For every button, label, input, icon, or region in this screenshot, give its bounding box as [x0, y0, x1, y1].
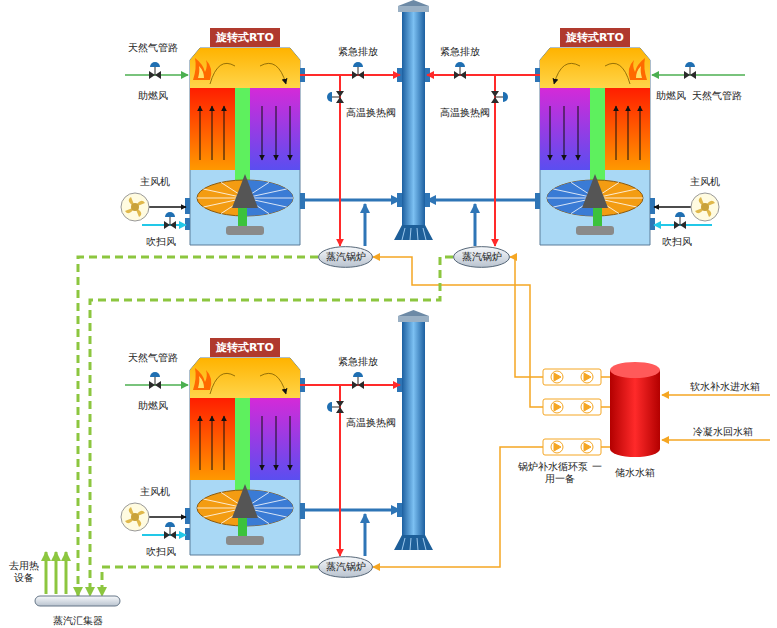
unit-title: 旋转式RTO [210, 28, 280, 47]
label-holder: 紧急排放 [338, 46, 378, 58]
label-holder: 吹扫风 [662, 236, 692, 248]
valve-symbol [149, 62, 696, 539]
main-fan [691, 193, 719, 221]
rto-body [185, 48, 305, 245]
tank-label: 储水水箱 [615, 466, 655, 480]
label-holder: 冷凝水回水箱 [693, 426, 753, 438]
equipment-label: 冷凝水回水箱 [693, 426, 753, 438]
label-holder: 主风机 [140, 176, 170, 188]
equipment-label: 吹扫风 [146, 236, 176, 248]
steam-boiler: 蒸汽锅炉 [453, 246, 510, 268]
tank-shape [610, 362, 660, 457]
flow-connector [495, 75, 540, 246]
label-holder: 旋转式RTO [520, 26, 670, 47]
equipment-label: 高温换热阀 [346, 417, 396, 429]
equipment-label: 主风机 [140, 176, 170, 188]
rto-body [535, 48, 655, 245]
label-holder: 天然气管路 [692, 90, 742, 102]
main-fan [121, 193, 149, 221]
pump-symbol [543, 369, 601, 455]
purge-line [142, 225, 712, 535]
label-holder: 旋转式RTO [170, 336, 320, 357]
flue-gas-line [300, 200, 540, 556]
label-holder: 助燃风 [138, 90, 168, 102]
label-holder: 高温换热阀 [346, 417, 396, 429]
header-shape [35, 596, 120, 606]
equipment-label: 紧急排放 [338, 46, 378, 58]
main-fan [121, 503, 149, 531]
chimney [394, 310, 433, 550]
equipment-label: 紧急排放 [338, 356, 378, 368]
steam-header: 蒸汽汇集器 [35, 596, 120, 606]
label-holder: 紧急排放 [338, 356, 378, 368]
label-holder: 高温换热阀 [440, 107, 490, 119]
label-holder: 吹扫风 [146, 236, 176, 248]
flow-connector [373, 257, 610, 407]
rto-unit: 旋转式RTO [540, 48, 650, 245]
equipment-label: 助燃风 [656, 90, 686, 102]
equipment-label: 助燃风 [138, 400, 168, 412]
header-label: 蒸汽汇集器 [53, 614, 103, 628]
rto-body [185, 358, 305, 555]
rto-unit: 旋转式RTO [190, 358, 300, 555]
flow-connector [373, 447, 610, 567]
equipment-label: 高温换热阀 [440, 107, 490, 119]
equipment-label: 天然气管路 [692, 90, 742, 102]
flow-connector [102, 567, 318, 596]
unit-title: 旋转式RTO [210, 338, 280, 357]
equipment-label: 紧急排放 [440, 46, 480, 58]
steam-boiler: 蒸汽锅炉 [318, 246, 373, 268]
equipment-label: 主风机 [690, 176, 720, 188]
equipment-label: 主风机 [140, 486, 170, 498]
label-holder: 助燃风 [656, 90, 686, 102]
flow-connector [78, 257, 318, 596]
label-holder: 旋转式RTO [170, 26, 320, 47]
label-holder: 天然气管路 [128, 42, 178, 54]
flow-connector [300, 385, 340, 556]
flow-connector [90, 257, 453, 596]
rto-unit: 旋转式RTO [190, 48, 300, 245]
label-holder: 主风机 [690, 176, 720, 188]
water-tank: 储水水箱 [610, 362, 660, 457]
equipment-label: 吹扫风 [146, 546, 176, 558]
label-holder: 软水补水进水箱 [690, 381, 760, 393]
emergency-line [340, 75, 495, 385]
flow-connector [510, 257, 610, 377]
steam-out-arrow [46, 552, 66, 594]
chimney [394, 0, 433, 240]
water-inlet-line [662, 395, 770, 440]
label-holder: 助燃风 [138, 400, 168, 412]
label-holder: 吹扫风 [146, 546, 176, 558]
equipment-label: 软水补水进水箱 [690, 381, 760, 393]
equipment-label: 吹扫风 [662, 236, 692, 248]
air-line [149, 207, 691, 517]
boiler-label: 蒸汽锅炉 [326, 250, 366, 264]
equipment-label: 高温换热阀 [346, 107, 396, 119]
label-holder: 主风机 [140, 486, 170, 498]
label-holder: 天然气管路 [128, 352, 178, 364]
unit-title: 旋转式RTO [560, 28, 630, 47]
boiler-label: 蒸汽锅炉 [326, 560, 366, 574]
label-holder: 去用热 设备 [6, 560, 42, 584]
equipment-label: 助燃风 [138, 90, 168, 102]
equipment-label: 天然气管路 [128, 352, 178, 364]
label-holder: 蒸汽汇集器 [5, 609, 150, 628]
equipment-label: 锅炉补水循环泵 一用一备 [516, 461, 604, 485]
boiler-label: 蒸汽锅炉 [462, 250, 502, 264]
equipment-label: 去用热 设备 [6, 560, 42, 584]
gas-line [125, 75, 745, 385]
flow-connector [300, 75, 340, 246]
label-holder: 高温换热阀 [346, 107, 396, 119]
label-holder: 紧急排放 [440, 46, 480, 58]
equipment-label: 天然气管路 [128, 42, 178, 54]
label-holder: 锅炉补水循环泵 一用一备 [516, 461, 604, 485]
steam-boiler: 蒸汽锅炉 [318, 556, 373, 578]
